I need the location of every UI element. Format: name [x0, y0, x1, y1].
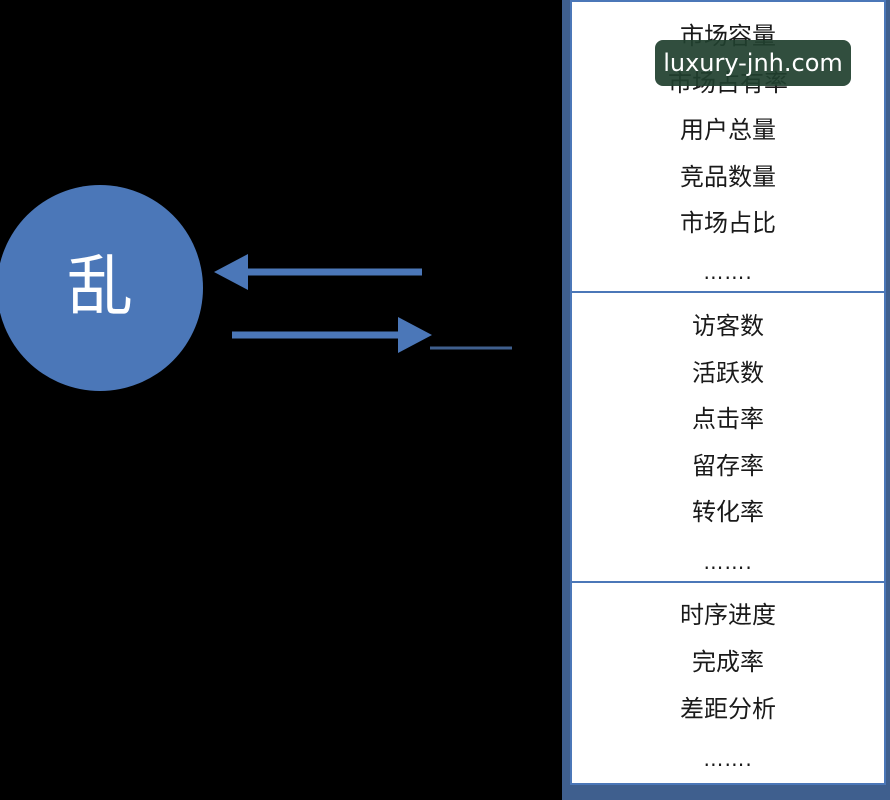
list-item: 点击率 — [692, 405, 764, 433]
list-item: 差距分析 — [680, 695, 776, 723]
arrow-left-icon — [214, 254, 422, 290]
metrics-panel: 市场容量 市场占有率 用户总量 竞品数量 市场占比 ……. 访客数 活跃数 点击… — [562, 0, 890, 800]
chaos-circle: 乱 — [0, 185, 203, 391]
list-item-ellipsis: ……. — [703, 747, 753, 771]
list-item-ellipsis: ……. — [703, 260, 753, 284]
list-item-ellipsis: ……. — [703, 550, 753, 574]
list-item: 完成率 — [692, 648, 764, 676]
user-metrics-section: 访客数 活跃数 点击率 留存率 转化率 ……. — [570, 291, 886, 583]
list-item: 竞品数量 — [680, 163, 776, 191]
circle-label: 乱 — [67, 248, 133, 325]
list-item: 市场占比 — [680, 209, 776, 237]
list-item: 留存率 — [692, 452, 764, 480]
arrow-right-icon — [232, 317, 512, 353]
list-item: 用户总量 — [680, 116, 776, 144]
progress-metrics-section: 时序进度 完成率 差距分析 ……. — [570, 581, 886, 785]
list-item: 时序进度 — [680, 601, 776, 629]
watermark-badge: luxury-jnh.com — [655, 40, 851, 86]
list-item: 转化率 — [692, 498, 764, 526]
list-item: 活跃数 — [692, 359, 764, 387]
list-item: 访客数 — [692, 312, 764, 340]
